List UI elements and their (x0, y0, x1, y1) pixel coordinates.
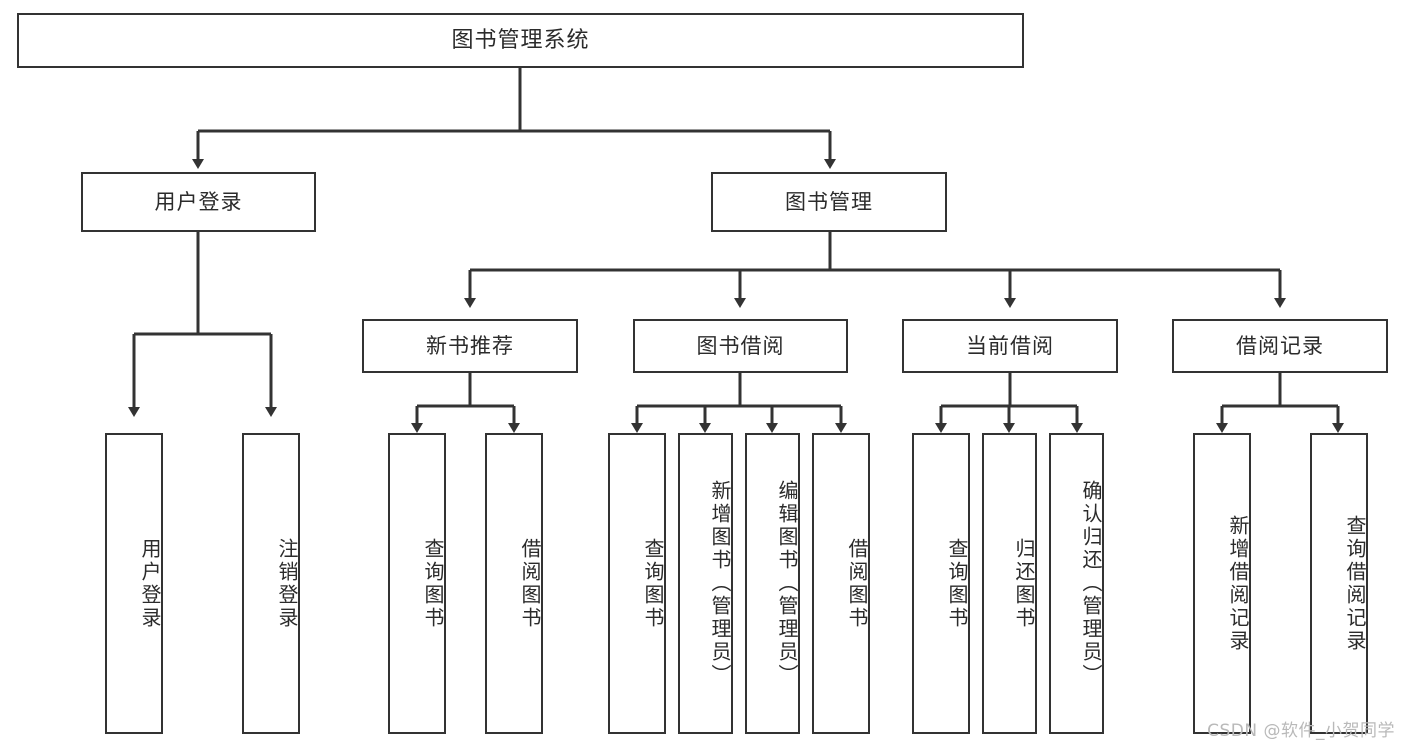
leaf-book-borrow-add[interactable]: 新增图书（管理员） (678, 433, 733, 734)
node-borrow-record[interactable]: 借阅记录 (1172, 319, 1388, 373)
leaf-book-borrow-query[interactable]: 查询图书 (608, 433, 666, 734)
node-label: 确认归还（管理员） (1079, 480, 1103, 687)
node-current-borrow[interactable]: 当前借阅 (902, 319, 1118, 373)
node-label: 用户登录 (138, 537, 162, 630)
node-book-borrow[interactable]: 图书借阅 (633, 319, 848, 373)
node-label: 编辑图书（管理员） (775, 480, 799, 687)
leaf-current-borrow-confirm[interactable]: 确认归还（管理员） (1049, 433, 1104, 734)
leaf-current-borrow-return[interactable]: 归还图书 (982, 433, 1037, 734)
node-label: 新增图书（管理员） (708, 480, 732, 687)
node-label: 查询图书 (641, 537, 665, 630)
node-label: 图书管理 (785, 189, 873, 214)
node-new-book-recommend[interactable]: 新书推荐 (362, 319, 578, 373)
leaf-borrow-record-query[interactable]: 查询借阅记录 (1310, 433, 1368, 734)
node-label: 图书借阅 (696, 333, 785, 358)
node-label: 查询图书 (945, 537, 969, 630)
node-user-login[interactable]: 用户登录 (81, 172, 316, 232)
node-label: 新增借阅记录 (1226, 514, 1250, 653)
leaf-new-book-borrow[interactable]: 借阅图书 (485, 433, 543, 734)
node-label: 查询图书 (421, 537, 445, 630)
node-label: 新书推荐 (426, 333, 514, 358)
leaf-new-book-query[interactable]: 查询图书 (388, 433, 446, 734)
node-label: 当前借阅 (966, 333, 1054, 358)
node-label: 借阅记录 (1236, 333, 1324, 358)
leaf-book-borrow-lend[interactable]: 借阅图书 (812, 433, 870, 734)
node-book-management[interactable]: 图书管理 (711, 172, 947, 232)
leaf-user-login-signin[interactable]: 用户登录 (105, 433, 163, 734)
leaf-current-borrow-query[interactable]: 查询图书 (912, 433, 970, 734)
node-label: 借阅图书 (518, 537, 542, 630)
node-label: 注销登录 (275, 537, 299, 630)
node-label: 用户登录 (154, 189, 243, 214)
node-label: 图书管理系统 (451, 27, 590, 53)
node-root-system[interactable]: 图书管理系统 (17, 13, 1024, 68)
csdn-watermark: CSDN @软件_小贺同学 (1207, 721, 1395, 741)
node-label: 归还图书 (1012, 537, 1036, 630)
leaf-book-borrow-edit[interactable]: 编辑图书（管理员） (745, 433, 800, 734)
leaf-user-login-signout[interactable]: 注销登录 (242, 433, 300, 734)
node-label: 借阅图书 (845, 537, 869, 630)
leaf-borrow-record-add[interactable]: 新增借阅记录 (1193, 433, 1251, 734)
node-label: 查询借阅记录 (1343, 514, 1367, 653)
